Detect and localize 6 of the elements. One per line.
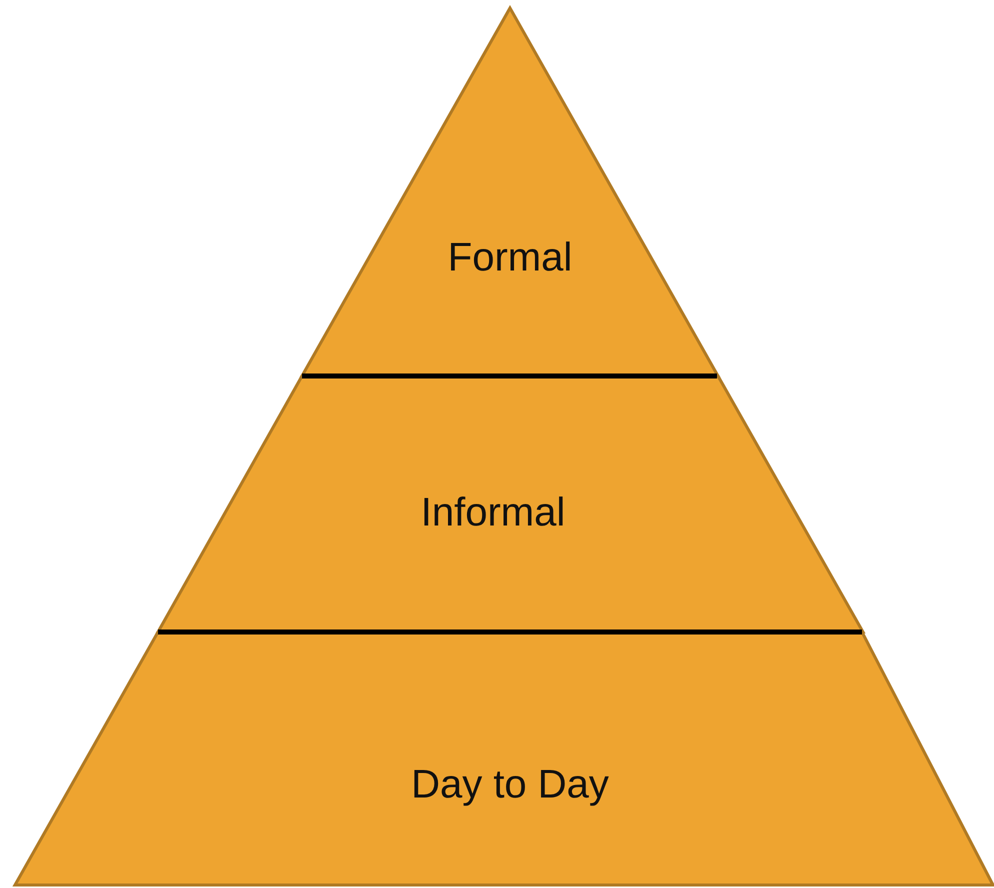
tier-label: Informal	[420, 490, 566, 536]
pyramid-tier	[156, 376, 865, 633]
pyramid-tier	[300, 7, 720, 377]
pyramid-tier	[13, 632, 994, 887]
tier-label: Formal	[448, 236, 572, 280]
tier-label: Day to Day	[411, 762, 609, 808]
